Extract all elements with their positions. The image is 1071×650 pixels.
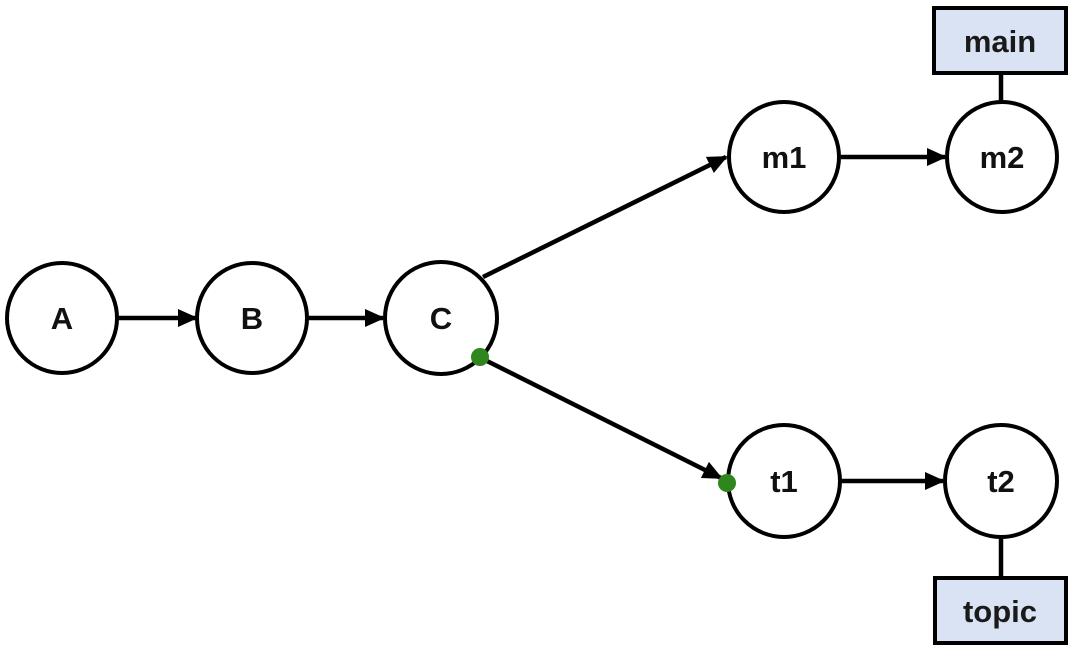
commit-node-c: C bbox=[383, 260, 499, 376]
commit-node-m2: m2 bbox=[945, 100, 1059, 214]
commit-node-t2: t2 bbox=[943, 423, 1059, 539]
commit-circle-m1 bbox=[727, 100, 841, 214]
edge-c-t1 bbox=[485, 358, 723, 481]
branch-box-topic: topic bbox=[933, 576, 1068, 645]
commit-circle-t2 bbox=[943, 423, 1059, 539]
commit-label-m1: m1 bbox=[762, 140, 807, 175]
edge-c-m1 bbox=[482, 154, 728, 280]
branch-box-topic-rect bbox=[933, 576, 1068, 645]
branch-box-main: main bbox=[932, 6, 1068, 75]
commit-node-t1: t1 bbox=[726, 423, 842, 539]
branch-box-main-rect bbox=[932, 6, 1068, 75]
highlight-dot-t1 bbox=[718, 474, 736, 492]
branch-label-topic: topic bbox=[963, 594, 1037, 629]
commit-label-c: C bbox=[430, 301, 452, 336]
commit-node-a: A bbox=[5, 261, 119, 375]
commit-label-a: A bbox=[51, 301, 73, 336]
highlight-dot-c bbox=[471, 348, 489, 366]
commit-label-t1: t1 bbox=[770, 464, 798, 499]
commit-label-m2: m2 bbox=[980, 140, 1025, 175]
commit-node-b: B bbox=[195, 261, 309, 375]
commit-circle-b bbox=[195, 261, 309, 375]
branch-label-main: main bbox=[964, 24, 1036, 59]
commit-node-m1: m1 bbox=[727, 100, 841, 214]
commit-label-t2: t2 bbox=[987, 464, 1015, 499]
commit-circle-c bbox=[383, 260, 499, 376]
commit-circle-a bbox=[5, 261, 119, 375]
commit-circle-m2 bbox=[945, 100, 1059, 214]
commit-label-b: B bbox=[241, 301, 263, 336]
